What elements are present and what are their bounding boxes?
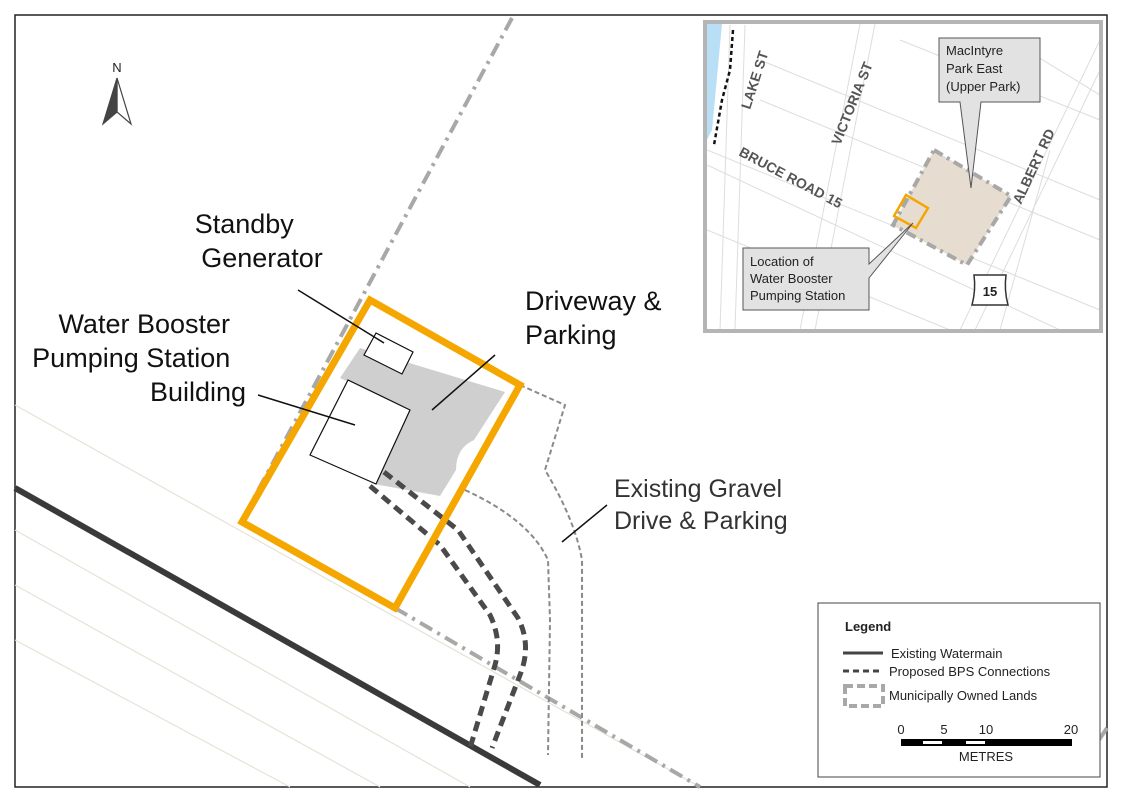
scale-tick-10: 10 <box>979 722 993 737</box>
route-shield-icon <box>971 274 1009 306</box>
scale-bar: 0 5 10 20 METRES <box>897 722 1078 764</box>
legend-title: Legend <box>845 619 891 634</box>
park-callout-text: MacIntyre Park East (Upper Park) <box>946 43 1020 94</box>
scale-tick-5: 5 <box>940 722 947 737</box>
inset-park <box>890 147 1014 268</box>
legend-item-lands: Municipally Owned Lands <box>889 688 1038 703</box>
callout-leaders <box>257 289 608 543</box>
pumping-station-building <box>309 379 411 485</box>
north-label: N <box>112 60 121 75</box>
location-callout-text: Location of Water Booster Pumping Statio… <box>750 254 845 303</box>
proposed-bps-connections <box>368 470 528 749</box>
legend: Legend Existing Watermain Proposed BPS C… <box>817 602 1101 778</box>
legend-lands-swatch <box>843 684 885 708</box>
route-shield-number: 15 <box>983 284 997 299</box>
existing-watermain <box>13 485 542 788</box>
standby-generator-label: Standby Generator <box>195 209 323 273</box>
driveway-parking-area <box>340 348 505 496</box>
site-boundary <box>237 295 525 613</box>
parcel-lines <box>14 404 701 788</box>
scale-tick-20: 20 <box>1064 722 1078 737</box>
inset-watermain <box>712 29 735 146</box>
legend-item-connections: Proposed BPS Connections <box>889 664 1051 679</box>
location-callout <box>742 222 914 311</box>
inset-water <box>707 24 722 140</box>
driveway-label: Driveway & Parking <box>525 286 669 350</box>
park-callout <box>938 37 1041 189</box>
existing-gravel-drive <box>464 384 583 760</box>
north-arrow: N <box>101 60 133 126</box>
standby-generator <box>363 332 414 375</box>
inset-site <box>892 193 930 230</box>
scale-unit: METRES <box>959 749 1014 764</box>
scale-tick-0: 0 <box>897 722 904 737</box>
building-label: Water Booster Pumping Station Building <box>32 309 246 407</box>
gravel-label: Existing Gravel Drive & Parking <box>614 475 789 535</box>
inset-map: LAKE ST VICTORIA ST BRUCE ROAD 15 ALBERT… <box>703 20 1103 333</box>
legend-item-watermain: Existing Watermain <box>891 646 1003 661</box>
